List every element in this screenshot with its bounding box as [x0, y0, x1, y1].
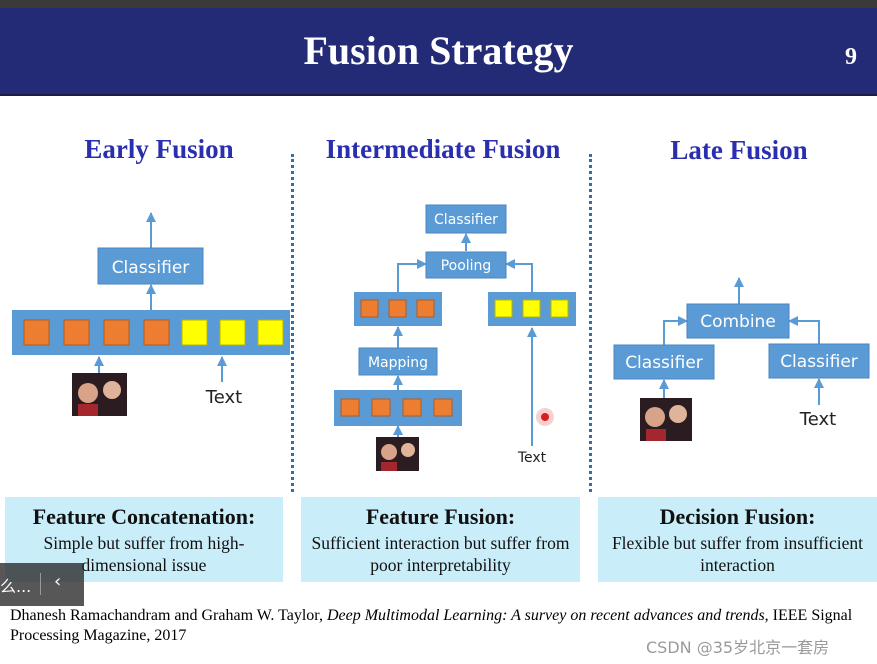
late-fusion-title: Late Fusion: [670, 135, 808, 165]
intermediate-text-label: Text: [517, 450, 547, 466]
column-divider-left: [291, 154, 294, 492]
player-overlay[interactable]: 么... ‹: [0, 563, 84, 606]
intermediate-fusion-title: Intermediate Fusion: [325, 134, 561, 164]
slide-title: Fusion Strategy: [303, 28, 574, 73]
citation-venue: , IEEE Signal Processing Magazine, 2017: [10, 607, 853, 644]
late-image-photo: [640, 398, 692, 441]
late-classifier-left-label: Classifier: [625, 353, 703, 373]
combine-box: Combine: [686, 303, 790, 339]
intermediate-caption-text: Sufficient interaction but suffer from p…: [311, 533, 570, 575]
intermediate-classifier-label: Classifier: [434, 212, 498, 228]
late-caption-text: Flexible but suffer from insufficient in…: [611, 533, 864, 575]
citation-authors: Dhanesh Ramachandram and Graham W. Taylo…: [10, 607, 327, 624]
late-text-label: Text: [799, 409, 836, 430]
early-caption-heading: Feature Concatenation:: [32, 504, 256, 529]
late-classifier-right-box: Classifier: [768, 343, 870, 379]
late-classifier-left-box: Classifier: [613, 344, 715, 380]
overlay-separator: [40, 573, 41, 595]
intermediate-caption-heading: Feature Fusion:: [365, 504, 516, 529]
overlay-text: 么...: [0, 577, 32, 596]
citation-work: Deep Multimodal Learning: A survey on re…: [326, 607, 765, 624]
early-caption-text: Simple but suffer from high-dimensional …: [43, 533, 245, 575]
early-fusion-title: Early Fusion: [84, 134, 234, 164]
combine-label: Combine: [700, 312, 776, 332]
mapping-box: Mapping: [358, 347, 438, 376]
intermediate-classifier-box: Classifier: [425, 204, 507, 234]
intermediate-image-photo: [376, 437, 419, 471]
slide-number: 9: [845, 44, 857, 70]
column-divider-right: [589, 154, 592, 492]
intermediate-fusion-caption: Feature Fusion: Sufficient interaction b…: [301, 497, 580, 582]
citation: Dhanesh Ramachandram and Graham W. Taylo…: [10, 606, 870, 646]
pooling-label: Pooling: [441, 258, 492, 274]
pooling-box: Pooling: [425, 251, 507, 279]
early-text-label: Text: [205, 387, 242, 408]
header-rule: [0, 94, 877, 96]
window-top-strip: [0, 0, 877, 8]
early-classifier-box: Classifier: [97, 247, 204, 285]
early-classifier-label: Classifier: [112, 258, 190, 278]
laser-pointer-dot: [536, 408, 554, 426]
slide-header: [0, 8, 877, 94]
late-caption-heading: Decision Fusion:: [659, 504, 816, 529]
late-fusion-caption: Decision Fusion: Flexible but suffer fro…: [598, 497, 877, 582]
chevron-left-icon[interactable]: ‹: [54, 571, 62, 592]
csdn-watermark: CSDN @35岁北京一套房: [646, 638, 830, 657]
late-classifier-right-label: Classifier: [780, 352, 858, 372]
early-image-photo: [72, 373, 127, 416]
mapping-label: Mapping: [368, 355, 428, 371]
